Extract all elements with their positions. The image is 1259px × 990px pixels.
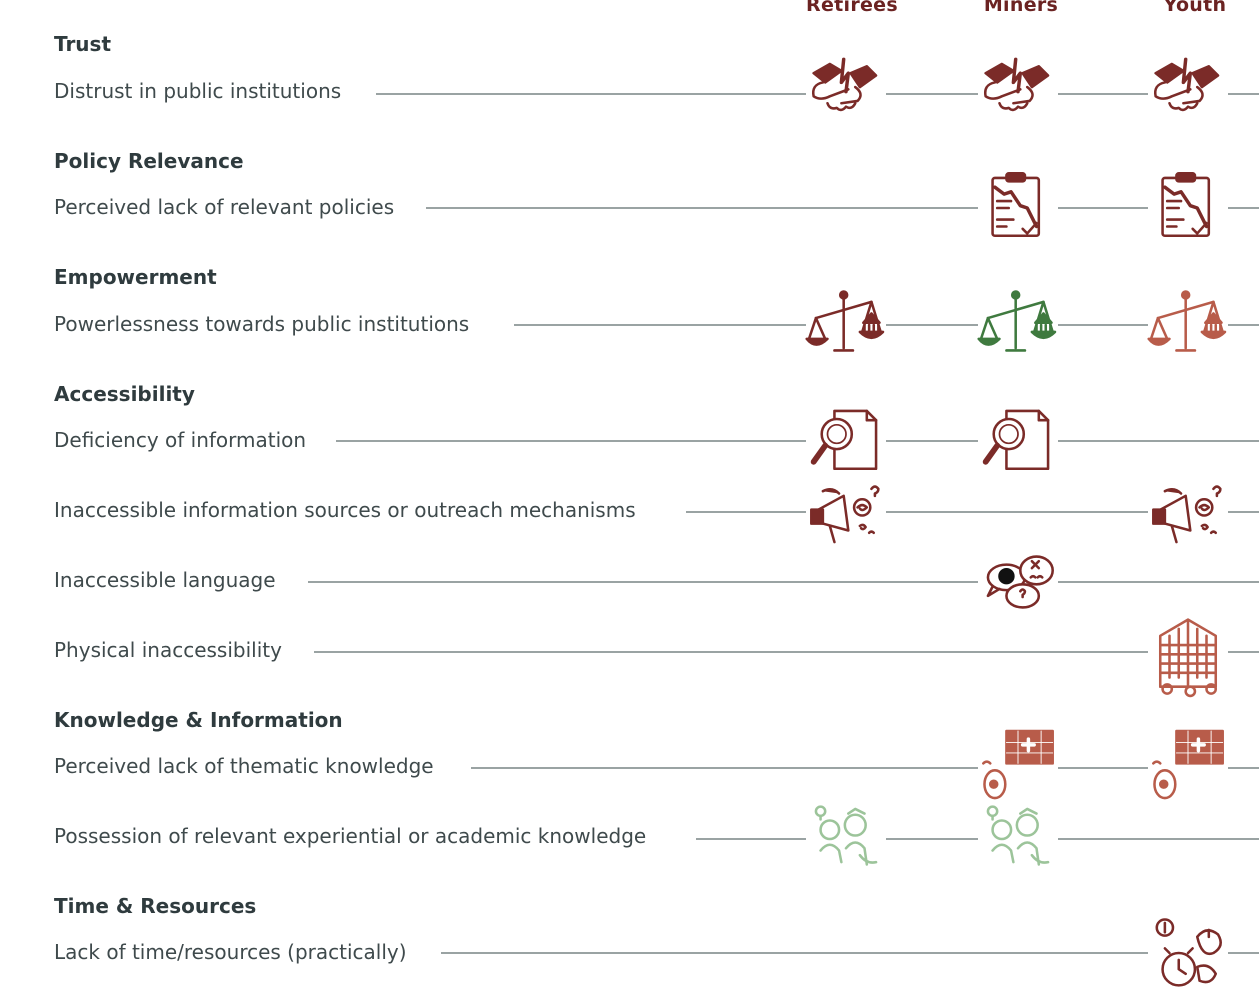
broken-handshake-icon <box>983 57 1050 112</box>
row-label-lack-of-policies: Perceived lack of relevant policies <box>54 195 395 219</box>
connector-line <box>696 838 806 840</box>
connector-line <box>1058 324 1148 326</box>
megaphone-confused-icon <box>1152 485 1222 544</box>
megaphone-confused-icon <box>810 485 880 544</box>
row-label-powerlessness: Powerlessness towards public institution… <box>54 312 470 336</box>
connector-line <box>1228 511 1259 513</box>
connector-line <box>441 952 1148 954</box>
row-label-lack-of-knowledge: Perceived lack of thematic knowledge <box>54 754 434 778</box>
section-title-knowledge-information: Knowledge & Information <box>54 708 343 732</box>
connector-line <box>314 651 1148 653</box>
column-header-retirees: Retirees <box>806 0 898 16</box>
row-label-possession-of-knowledge: Possession of relevant experiential or a… <box>54 824 647 848</box>
column-header-youth: Youth <box>1163 0 1227 16</box>
connector-line <box>1058 93 1148 95</box>
connector-line <box>886 93 978 95</box>
connector-line <box>471 767 978 769</box>
connector-line <box>1228 767 1259 769</box>
unbalanced-scale-icon <box>805 290 885 352</box>
connector-line <box>1228 651 1259 653</box>
unbalanced-scale-icon <box>977 290 1057 352</box>
section-title-time-resources: Time & Resources <box>54 894 257 918</box>
connector-line <box>1058 440 1259 442</box>
connector-line <box>308 581 978 583</box>
speech-bubbles-confused-icon <box>986 555 1054 609</box>
magnifier-document-icon <box>982 409 1050 471</box>
clipboard-declining-chart-icon <box>991 172 1041 238</box>
connector-line <box>1058 838 1259 840</box>
connector-line <box>514 324 806 326</box>
row-label-inaccessible-sources: Inaccessible information sources or outr… <box>54 498 636 522</box>
magnifier-document-icon <box>810 409 878 471</box>
connector-line <box>1228 324 1259 326</box>
connector-line <box>1058 767 1148 769</box>
section-title-trust: Trust <box>54 32 112 56</box>
connector-line <box>1228 93 1259 95</box>
office-building-icon <box>1158 618 1218 698</box>
connector-line <box>686 511 806 513</box>
section-title-policy-relevance: Policy Relevance <box>54 149 244 173</box>
connector-line <box>336 440 806 442</box>
connector-line <box>886 440 978 442</box>
row-label-inaccessible-language: Inaccessible language <box>54 568 276 592</box>
row-label-deficiency-of-information: Deficiency of information <box>54 428 307 452</box>
clock-money-icon <box>1155 918 1222 987</box>
knowledgeable-people-icon <box>986 805 1050 866</box>
section-title-accessibility: Accessibility <box>54 382 195 406</box>
broken-handshake-icon <box>811 57 878 112</box>
connector-line <box>376 93 806 95</box>
connector-line <box>1228 207 1259 209</box>
row-label-distrust: Distrust in public institutions <box>54 79 342 103</box>
puzzle-head-icon <box>982 729 1054 800</box>
connector-line <box>1058 581 1259 583</box>
row-label-physical-inaccessibility: Physical inaccessibility <box>54 638 282 662</box>
row-label-lack-of-time: Lack of time/resources (practically) <box>54 940 407 964</box>
connector-line <box>1228 952 1259 954</box>
puzzle-head-icon <box>1152 729 1224 800</box>
section-title-empowerment: Empowerment <box>54 265 217 289</box>
column-header-miners: Miners <box>983 0 1059 16</box>
knowledgeable-people-icon <box>814 805 878 866</box>
connector-line <box>886 511 1148 513</box>
broken-handshake-icon <box>1153 57 1220 112</box>
connector-line <box>886 324 978 326</box>
unbalanced-scale-icon <box>1147 290 1227 352</box>
clipboard-declining-chart-icon <box>1161 172 1211 238</box>
connector-line <box>886 838 978 840</box>
connector-line <box>1058 207 1148 209</box>
connector-line <box>426 207 978 209</box>
